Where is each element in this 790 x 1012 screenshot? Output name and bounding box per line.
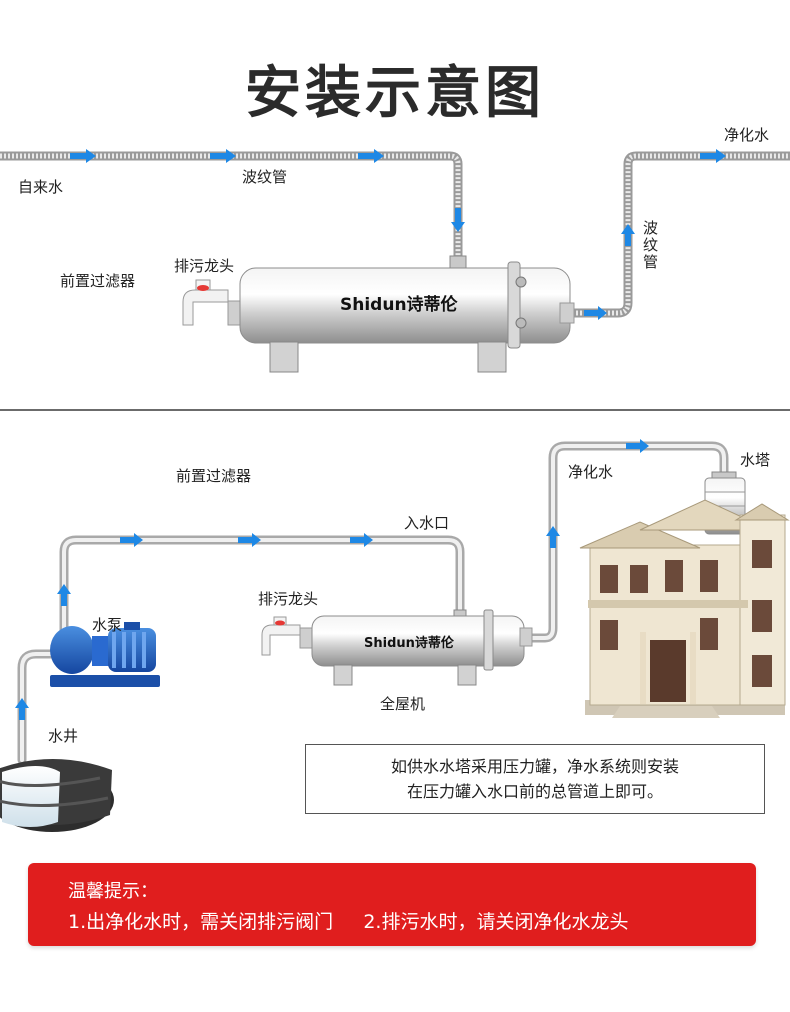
tips-text: 1.出净化水时，需关闭排污阀门 2.排污水时，请关闭净化水龙头 bbox=[68, 911, 629, 933]
section-divider bbox=[0, 409, 790, 411]
arrow-up-icon bbox=[546, 526, 560, 548]
corrugated-pipe-vertical-label: 波纹管 bbox=[641, 220, 659, 271]
arrow-right-icon bbox=[120, 533, 143, 547]
tips-banner: 温馨提示： 1.出净化水时，需关闭排污阀门 2.排污水时，请关闭净化水龙头 bbox=[28, 863, 756, 946]
top-filter-tank bbox=[182, 255, 575, 373]
tap-water-label: 自来水 bbox=[18, 178, 64, 196]
arrow-right-icon bbox=[350, 533, 373, 547]
corrugated-pipe-label: 波纹管 bbox=[242, 168, 288, 186]
whole-house-label: 全屋机 bbox=[380, 695, 426, 713]
villa-building bbox=[579, 499, 790, 718]
installation-note: 如供水水塔采用压力罐，净水系统则安装 在压力罐入水口前的总管道上即可。 bbox=[305, 744, 765, 814]
arrow-up-icon bbox=[15, 698, 29, 720]
arrow-up-icon bbox=[621, 224, 635, 246]
prefilter-label: 前置过滤器 bbox=[60, 272, 136, 290]
arrow-up-icon bbox=[57, 584, 71, 606]
note-line-1: 如供水水塔采用压力罐，净水系统则安装 bbox=[390, 757, 679, 776]
purified-water-label: 净化水 bbox=[724, 126, 770, 144]
arrow-right-icon bbox=[700, 149, 726, 163]
bottom-prefilter-label: 前置过滤器 bbox=[176, 467, 252, 485]
inlet-label: 入水口 bbox=[404, 514, 450, 532]
brand-logo: Shidun诗蒂伦 bbox=[340, 295, 458, 315]
drain-faucet-label: 排污龙头 bbox=[174, 257, 235, 275]
water-well bbox=[0, 759, 114, 832]
bottom-brand-logo: Shidun诗蒂伦 bbox=[364, 636, 454, 651]
arrow-down-icon bbox=[451, 208, 465, 232]
bottom-purified-water-label: 净化水 bbox=[568, 463, 614, 481]
arrow-right-icon bbox=[584, 306, 607, 320]
arrow-right-icon bbox=[626, 439, 649, 453]
bottom-pipes bbox=[17, 441, 729, 765]
well-label: 水井 bbox=[48, 727, 79, 745]
bottom-drain-faucet-label: 排污龙头 bbox=[258, 590, 319, 608]
note-line-2: 在压力罐入水口前的总管道上即可。 bbox=[406, 782, 663, 801]
page-title: 安装示意图 bbox=[245, 61, 545, 126]
arrow-right-icon bbox=[358, 149, 384, 163]
water-pump bbox=[50, 622, 160, 687]
bottom-filter-tank bbox=[261, 609, 533, 686]
tips-title: 温馨提示： bbox=[68, 881, 158, 902]
arrow-right-icon bbox=[238, 533, 261, 547]
bottom-flow-arrows bbox=[15, 439, 649, 720]
arrow-right-icon bbox=[210, 149, 236, 163]
pump-label: 水泵 bbox=[92, 616, 123, 634]
top-flow-arrows bbox=[70, 149, 726, 320]
water-tower-label: 水塔 bbox=[740, 451, 771, 469]
arrow-right-icon bbox=[70, 149, 96, 163]
